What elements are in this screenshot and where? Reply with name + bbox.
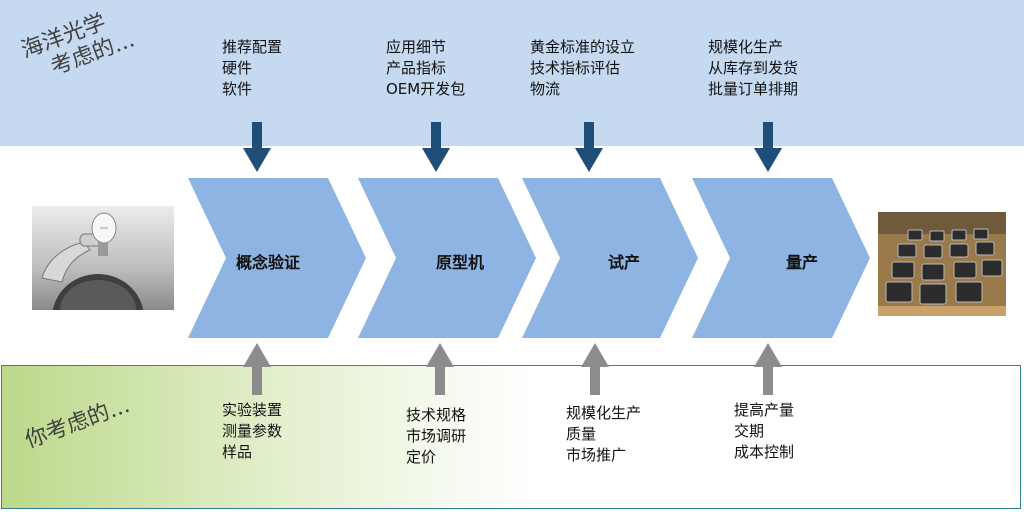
note-line: OEM开发包 — [386, 80, 466, 98]
down-arrow-stage-1 — [243, 122, 271, 172]
lightbulb-illustration — [41, 212, 144, 310]
note-line: 交期 — [734, 422, 765, 440]
stage-label-2: 原型机 — [436, 253, 485, 272]
note-line: 定价 — [406, 448, 437, 466]
chevron-stage-2 — [358, 178, 536, 338]
stage-label-1: 概念验证 — [236, 253, 301, 272]
note-line: 成本控制 — [734, 443, 795, 461]
note-line: 技术规格 — [406, 406, 467, 424]
down-arrow-stage-2 — [422, 122, 450, 172]
top-band — [0, 0, 1024, 146]
down-arrow-stage-3 — [575, 122, 603, 172]
note-line: 样品 — [222, 443, 253, 461]
bottom-notes-stage-4: 提高产量 交期 成本控制 — [734, 400, 794, 463]
note-line: 从库存到发货 — [708, 59, 799, 77]
stage-label-3: 试产 — [608, 253, 641, 272]
bottom-notes-stage-3: 规模化生产 质量 市场推广 — [566, 403, 641, 466]
chevron-stage-1 — [188, 178, 366, 338]
note-line: 实验装置 — [222, 401, 283, 419]
production-line-photo — [878, 212, 1006, 316]
top-notes-stage-2: 应用细节 产品指标 OEM开发包 — [386, 37, 465, 100]
up-arrow-stage-2 — [426, 343, 454, 395]
note-line: 提高产量 — [734, 401, 795, 419]
note-line: 硬件 — [222, 59, 253, 77]
chevron-stage-3 — [522, 178, 698, 338]
note-line: 质量 — [566, 425, 597, 443]
note-line: 产品指标 — [386, 59, 447, 77]
note-line: 黄金标准的设立 — [530, 38, 636, 56]
up-arrow-stage-3 — [581, 343, 609, 395]
down-arrow-stage-4 — [754, 122, 782, 172]
stage-label-4: 量产 — [786, 253, 819, 272]
lightbulb-photo — [32, 206, 174, 310]
note-line: 物流 — [530, 80, 561, 98]
note-line: 市场推广 — [566, 446, 627, 464]
top-notes-stage-1: 推荐配置 硬件 软件 — [222, 37, 282, 100]
note-line: 技术指标评估 — [530, 59, 621, 77]
note-line: 应用细节 — [386, 38, 447, 56]
up-arrow-stage-1 — [243, 343, 271, 395]
bottom-notes-stage-1: 实验装置 测量参数 样品 — [222, 400, 282, 463]
note-line: 规模化生产 — [708, 38, 784, 56]
up-arrow-stage-4 — [754, 343, 782, 395]
top-notes-stage-4: 规模化生产 从库存到发货 批量订单排期 — [708, 37, 798, 100]
note-line: 规模化生产 — [566, 404, 642, 422]
top-notes-stage-3: 黄金标准的设立 技术指标评估 物流 — [530, 37, 635, 100]
note-line: 市场调研 — [406, 427, 467, 445]
note-line: 软件 — [222, 80, 253, 98]
bottom-band — [1, 365, 1021, 509]
note-line: 批量订单排期 — [708, 80, 799, 98]
chevron-stage-4 — [692, 178, 870, 338]
bottom-notes-stage-2: 技术规格 市场调研 定价 — [406, 405, 466, 468]
production-line-illustration — [878, 212, 1006, 316]
note-line: 推荐配置 — [222, 38, 283, 56]
note-line: 测量参数 — [222, 422, 283, 440]
